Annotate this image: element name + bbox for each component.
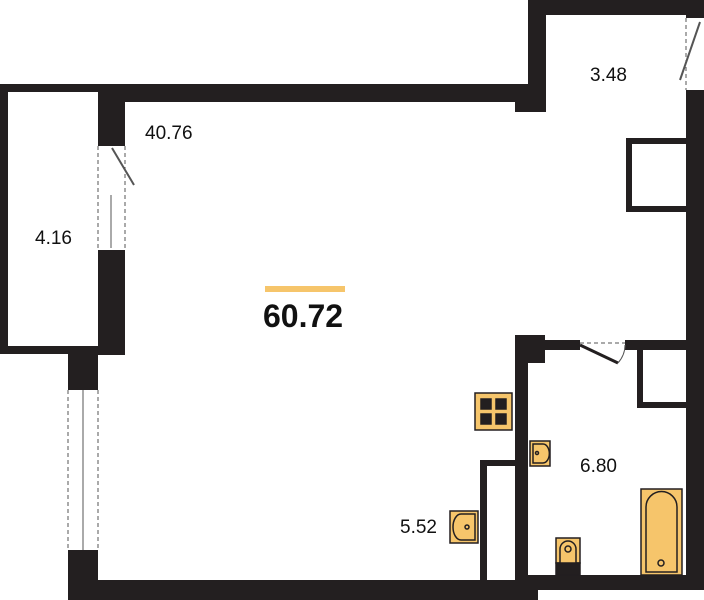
balcony-area: 4.16 [35,228,72,249]
sink-icon [529,440,551,467]
hall-area: 3.48 [590,65,627,86]
main-room-area: 40.76 [145,123,193,144]
total-area-accent-bar [265,286,345,292]
bathtub-icon [640,488,683,576]
fixtures [449,392,683,576]
toilet-icon [555,537,581,576]
total-area: 60.72 [263,298,344,334]
openings [67,18,701,550]
kitchen-sink-icon [449,510,479,544]
stove-icon [474,392,513,431]
bathroom-area: 6.80 [580,456,617,477]
kitchen-niche-area: 5.52 [400,517,437,538]
